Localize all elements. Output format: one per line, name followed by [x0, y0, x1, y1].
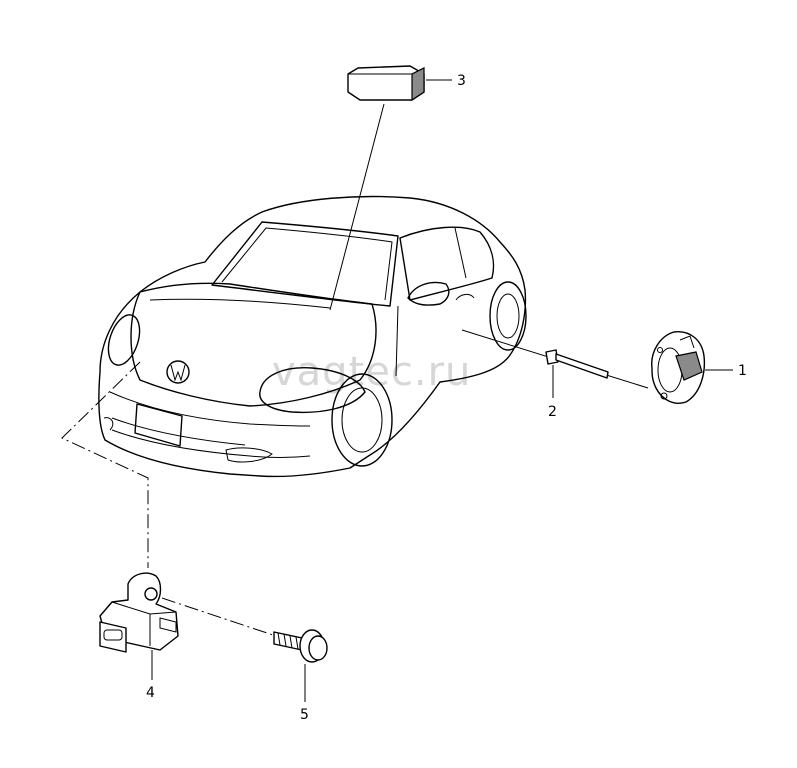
headlight-housing-part: [651, 331, 706, 404]
callout-1: 1: [738, 363, 747, 379]
reference-line-car-to-sensor: [61, 361, 149, 568]
screw-part: [273, 629, 328, 663]
callout-2: 2: [548, 404, 557, 420]
sensor-part: [99, 572, 179, 653]
bolt-part: [545, 349, 609, 379]
callout-5: 5: [300, 707, 309, 723]
control-module-part: [347, 65, 425, 102]
callout-4: 4: [146, 685, 155, 701]
part3-to-car-line: [329, 103, 385, 311]
car-illustration: [98, 195, 527, 478]
callout-3: 3: [457, 73, 466, 89]
watermark-text: vagtec.ru: [272, 349, 471, 395]
sensor-to-screw-line: [161, 597, 277, 637]
